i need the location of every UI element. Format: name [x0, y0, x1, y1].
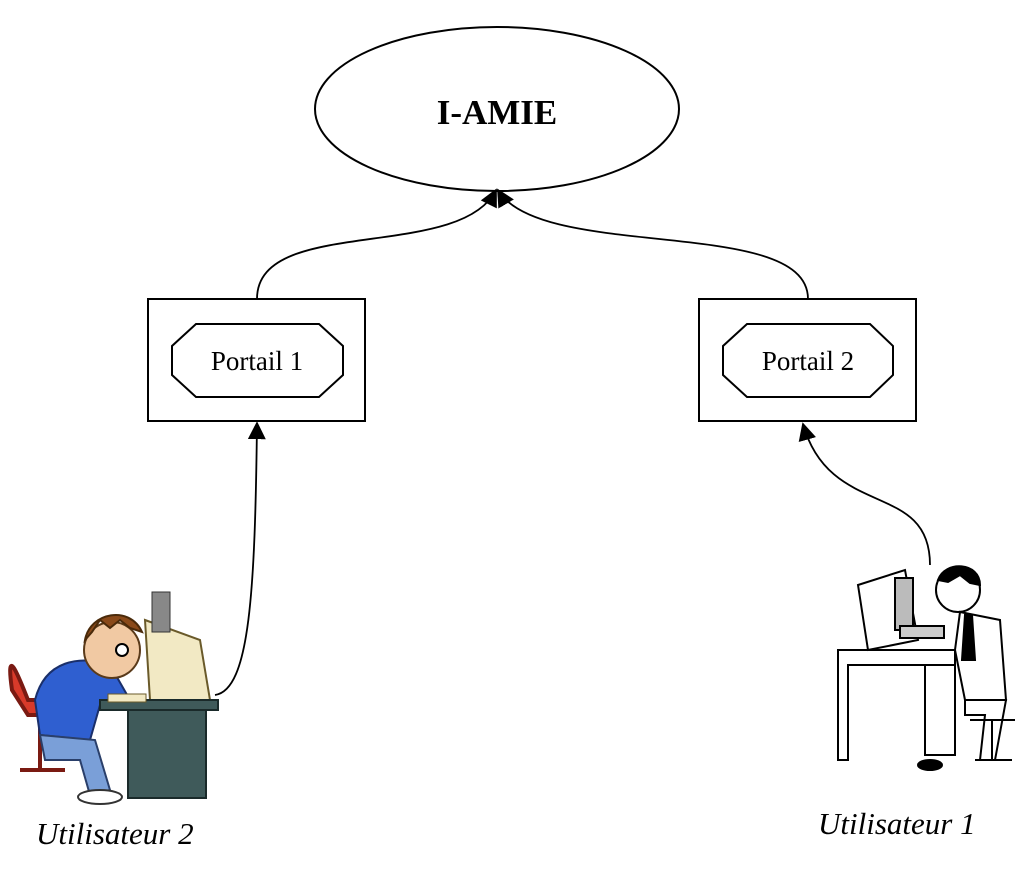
portal-1: Portail 1 — [147, 298, 366, 422]
central-node-ellipse — [314, 26, 680, 192]
person-hair-icon — [936, 565, 982, 587]
connector-user-1-to-portal-2 — [798, 422, 931, 566]
chair-icon — [970, 719, 1015, 761]
connector-user-2-to-portal-1 — [214, 421, 266, 696]
paper-stack-icon — [151, 591, 171, 633]
person-legs-icon — [964, 699, 1008, 761]
keyboard-icon — [899, 625, 945, 639]
connector-portal-1-to-central — [256, 188, 497, 300]
user-1-illustration — [837, 565, 1015, 771]
user-1-caption: Utilisateur 1 — [818, 806, 976, 841]
person-hair-icon — [83, 614, 144, 644]
shoe-icon — [917, 759, 943, 771]
portal-2: Portail 2 — [698, 298, 917, 422]
connector-portal-2-to-central — [497, 188, 809, 300]
user-2-illustration — [8, 591, 219, 805]
central-node: I-AMIE — [314, 26, 680, 192]
user-2-caption: Utilisateur 2 — [36, 816, 194, 851]
desk-drawer-icon — [924, 664, 956, 756]
person-eye-icon — [115, 643, 129, 657]
person-legs-icon — [38, 733, 112, 797]
person-tie-icon — [960, 614, 977, 661]
shoe-icon — [77, 789, 123, 805]
portal-2-octagon — [722, 323, 894, 398]
monitor-screen-icon — [894, 577, 914, 631]
desk-cabinet-icon — [127, 709, 207, 799]
portal-1-label: Portail 1 — [211, 346, 303, 376]
keyboard-icon — [107, 693, 147, 703]
portal-2-label: Portail 2 — [762, 346, 854, 376]
portal-1-octagon — [171, 323, 344, 398]
central-node-label: I-AMIE — [437, 93, 558, 132]
